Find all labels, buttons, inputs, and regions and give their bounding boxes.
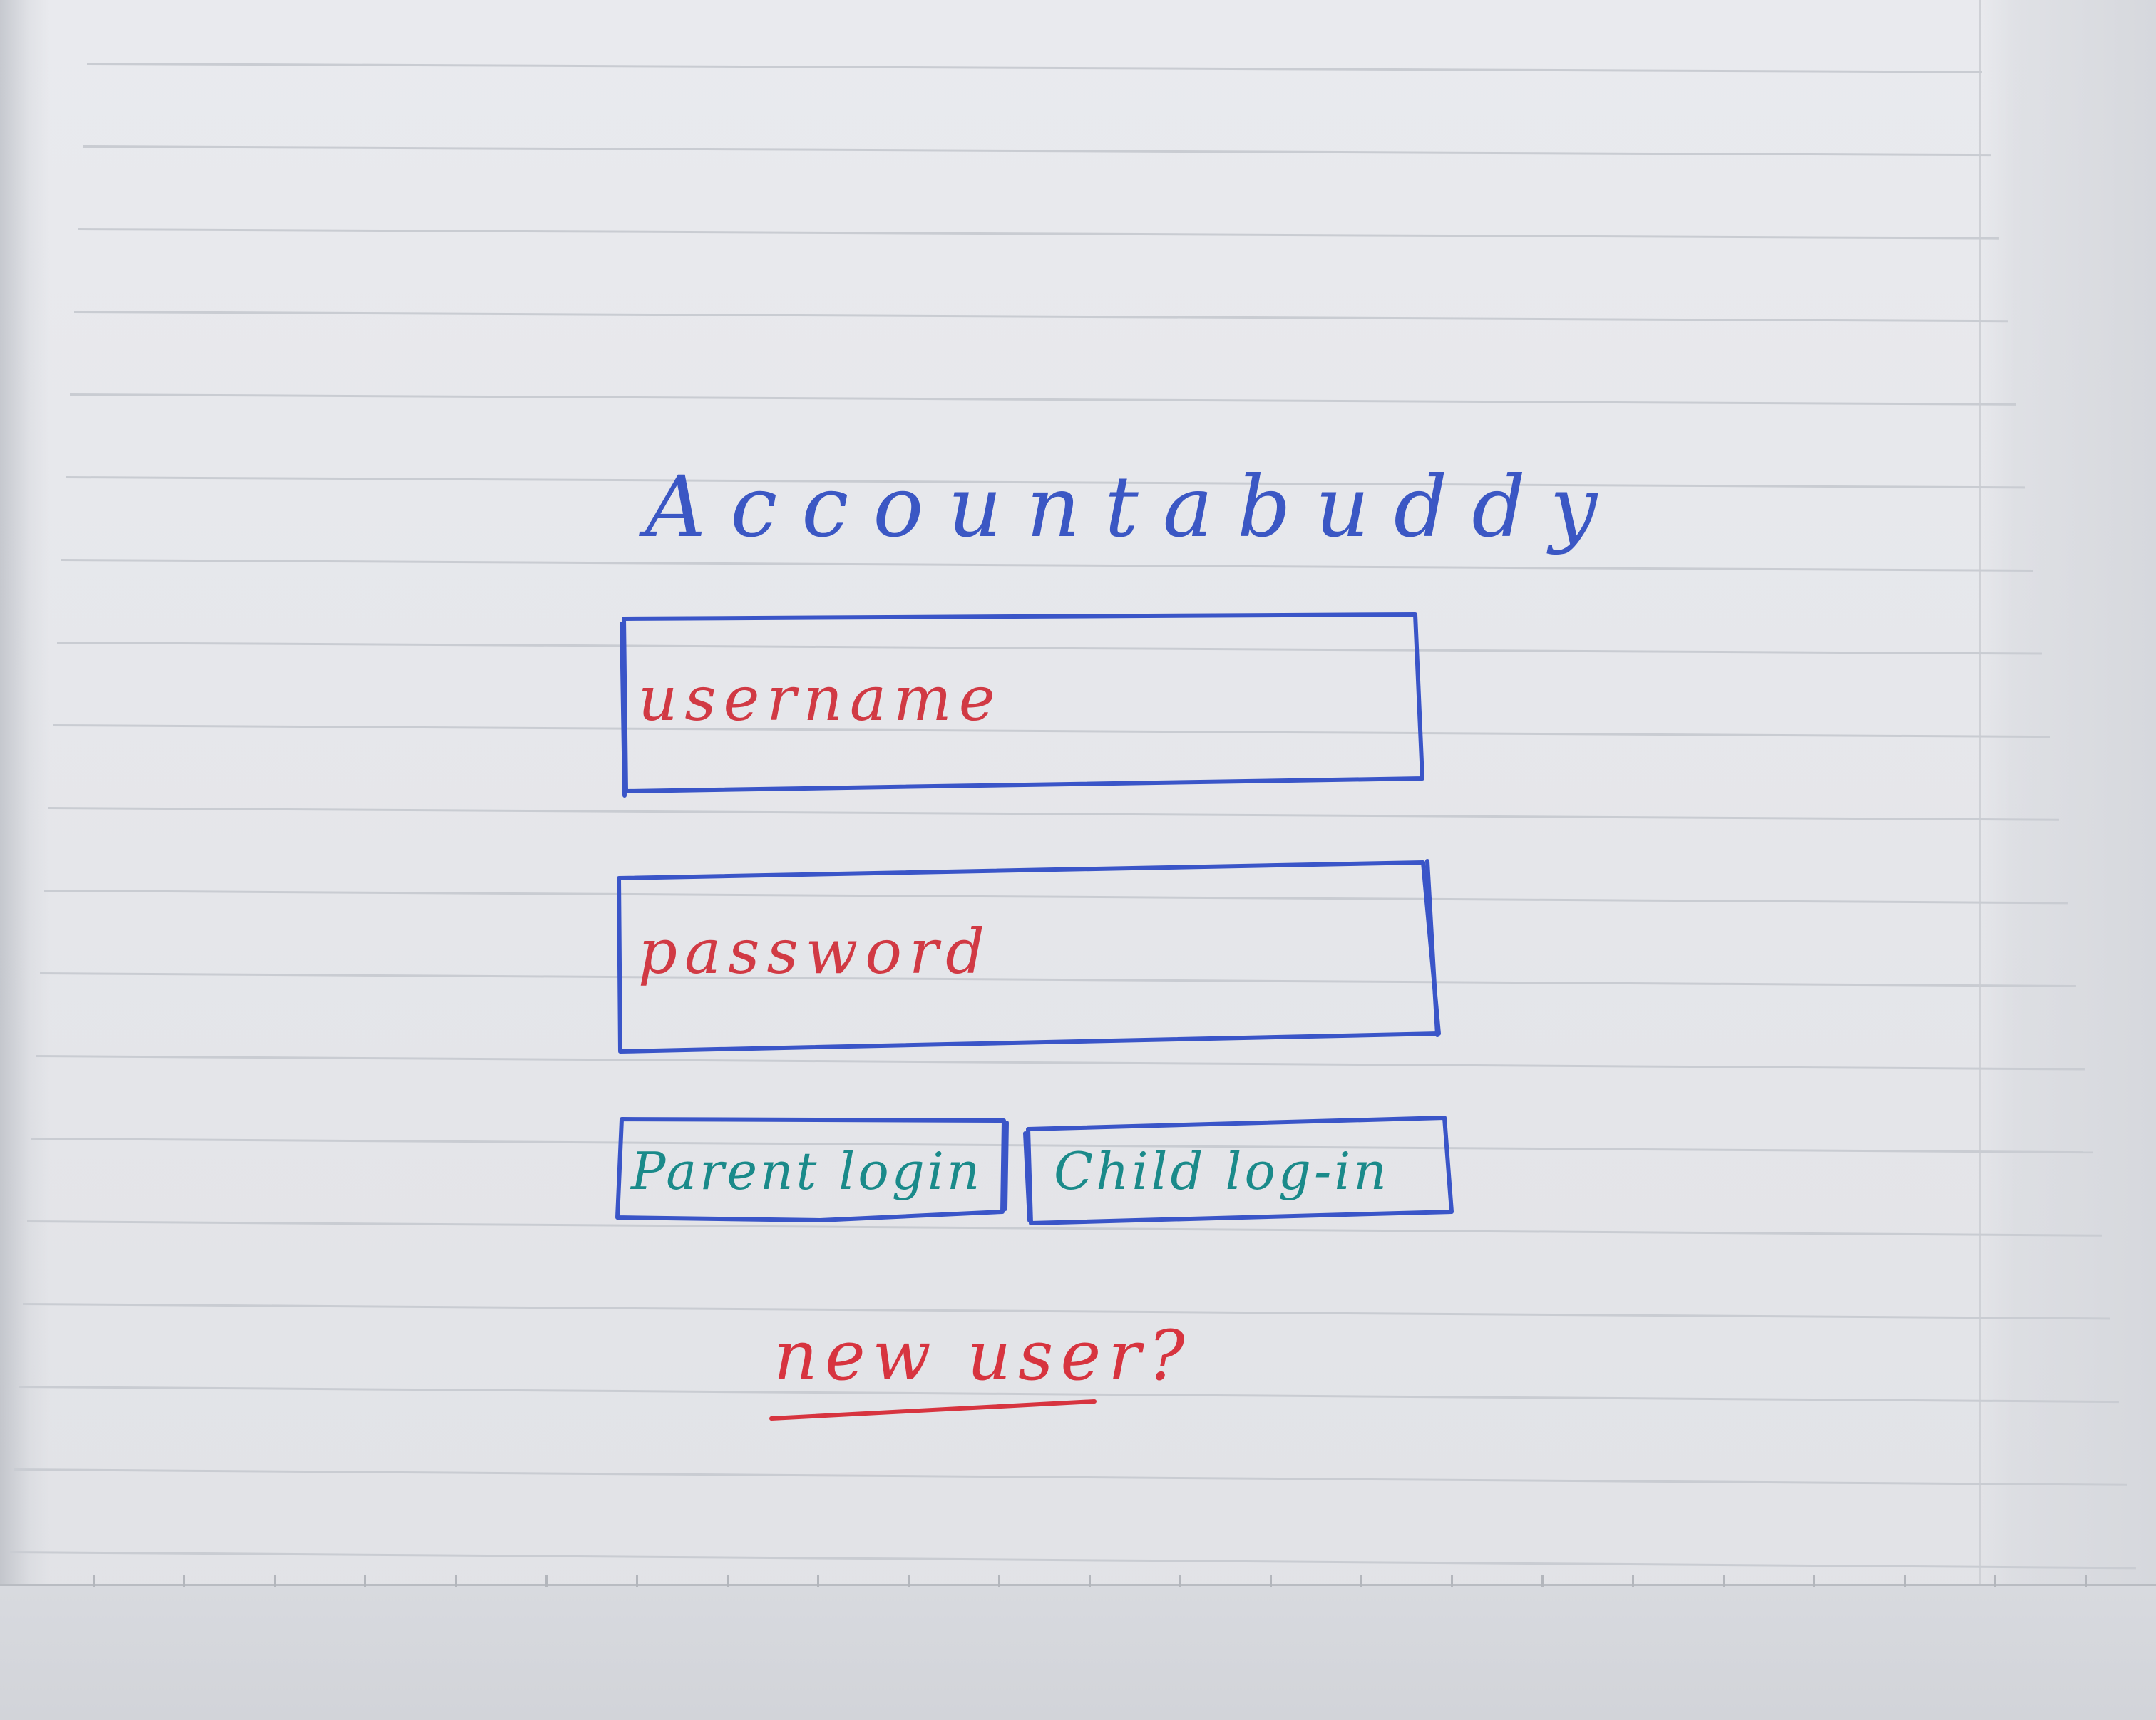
ruler-tick (1179, 1575, 1181, 1587)
ruler-tick (1632, 1575, 1634, 1587)
username-input[interactable]: username (620, 612, 1424, 798)
parent-login-button-border (615, 1117, 1006, 1222)
ruler-tick (727, 1575, 729, 1587)
parent-login-button-edge (1003, 1121, 1009, 1211)
ruler-tick (1904, 1575, 1906, 1587)
ruler-tick (908, 1575, 910, 1587)
ruler-strip (0, 1586, 2156, 1720)
ruler-tick (93, 1575, 95, 1587)
child-login-button-edge (1023, 1131, 1032, 1222)
new-user-hit[interactable] (766, 1312, 1151, 1426)
ruler-tick (1723, 1575, 1725, 1587)
parent-login-label: Parent login (630, 1141, 982, 1201)
page-right-edge (1979, 0, 2156, 1720)
ruler-tick (2085, 1575, 2087, 1587)
ruler-tick (1270, 1575, 1272, 1587)
child-login-hit[interactable] (1024, 1115, 1454, 1226)
parent-login-button[interactable]: Parent login (615, 1116, 1009, 1223)
ruler-tick (1541, 1575, 1544, 1587)
ruler-tick (998, 1575, 1000, 1587)
child-login-button[interactable]: Child log-in (1023, 1115, 1454, 1226)
ruler-tick (636, 1575, 638, 1587)
page-shadow (0, 0, 50, 1720)
page-edge-line (1979, 0, 1981, 1590)
ruler-tick (1994, 1575, 1996, 1587)
ruler-tick (1451, 1575, 1453, 1587)
username-input-edge (620, 622, 627, 798)
ruler-tick (817, 1575, 819, 1587)
app-title: Accountabuddy (639, 458, 1621, 556)
page-bottom-border (0, 1584, 2156, 1587)
ruler-tick (1813, 1575, 1815, 1587)
ruler-tick (455, 1575, 457, 1587)
username-placeholder: username (638, 664, 1002, 735)
password-input[interactable]: password (617, 859, 1441, 1054)
password-input-edge (1425, 859, 1439, 1037)
ruler-tick (364, 1575, 366, 1587)
ruler-tick (1089, 1575, 1091, 1587)
ruler-tick (274, 1575, 276, 1587)
password-placeholder: password (638, 917, 992, 988)
ruler-tick (545, 1575, 548, 1587)
username-input-hit[interactable] (622, 613, 1424, 795)
new-user-underline (769, 1399, 1097, 1421)
child-login-label: Child log-in (1054, 1141, 1390, 1201)
password-input-hit[interactable] (617, 860, 1441, 1054)
ruler-tick (183, 1575, 185, 1587)
new-user-label: new user? (774, 1316, 1192, 1396)
new-user-link[interactable]: new user? (766, 1312, 1192, 1426)
ruler-tick (1360, 1575, 1362, 1587)
parent-login-hit[interactable] (615, 1116, 1008, 1223)
